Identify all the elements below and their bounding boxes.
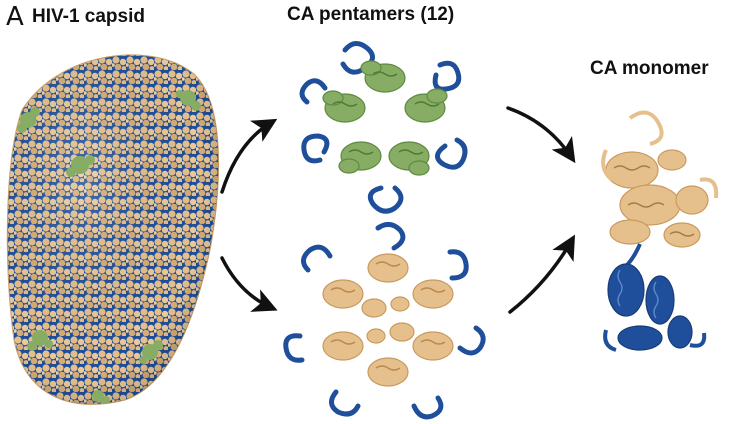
arrow-capsid-to-pentamer <box>220 118 278 194</box>
capsid-title: HIV-1 capsid <box>32 6 145 27</box>
pentamer-title: CA pentamers (12) <box>287 4 455 25</box>
capsid-pentamer-sites <box>17 90 201 404</box>
monomer-ntd <box>601 110 719 248</box>
panel-letter: A <box>6 2 24 32</box>
arrow-pentamer-to-monomer <box>506 106 576 164</box>
capsid-surface <box>6 54 220 405</box>
monomer-ctd <box>603 263 707 352</box>
ca-monomer <box>601 110 719 352</box>
monomer-linker <box>624 243 642 268</box>
ca-hexamer <box>283 222 486 420</box>
monomer-title: CA monomer <box>590 58 709 79</box>
arrow-hexamer-to-monomer <box>508 234 576 314</box>
arrow-capsid-to-hexamer <box>220 256 278 312</box>
curved-arrows <box>220 106 576 314</box>
ca-pentamer <box>299 41 468 214</box>
